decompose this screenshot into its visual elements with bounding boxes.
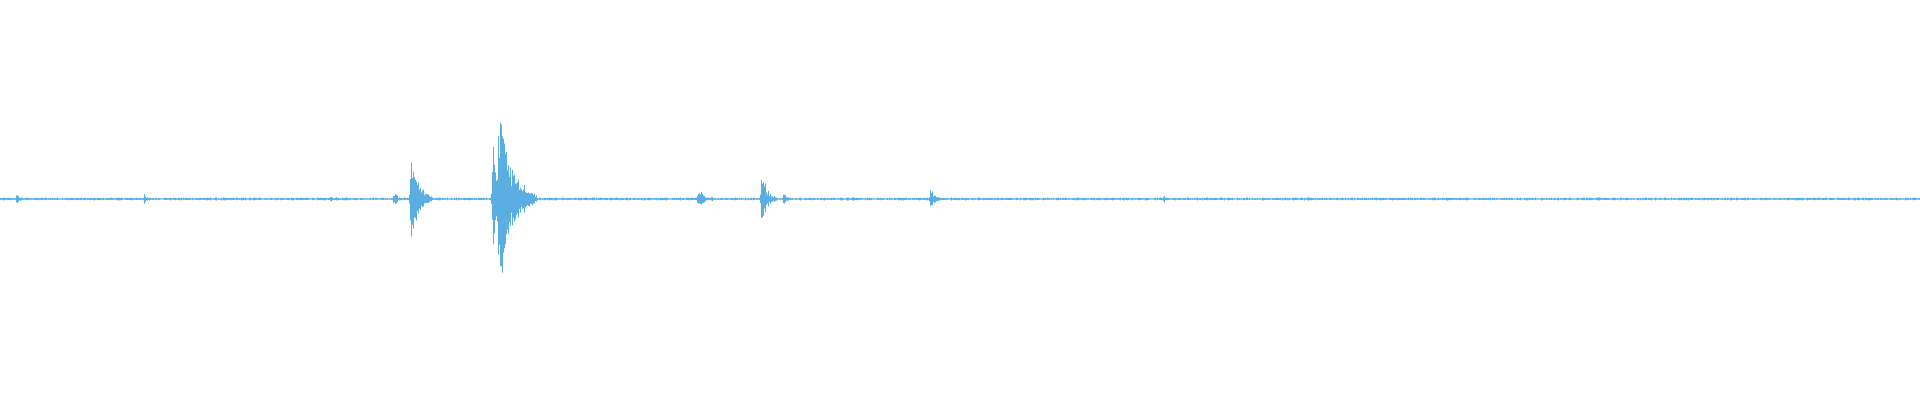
waveform-samples [0, 122, 1920, 273]
